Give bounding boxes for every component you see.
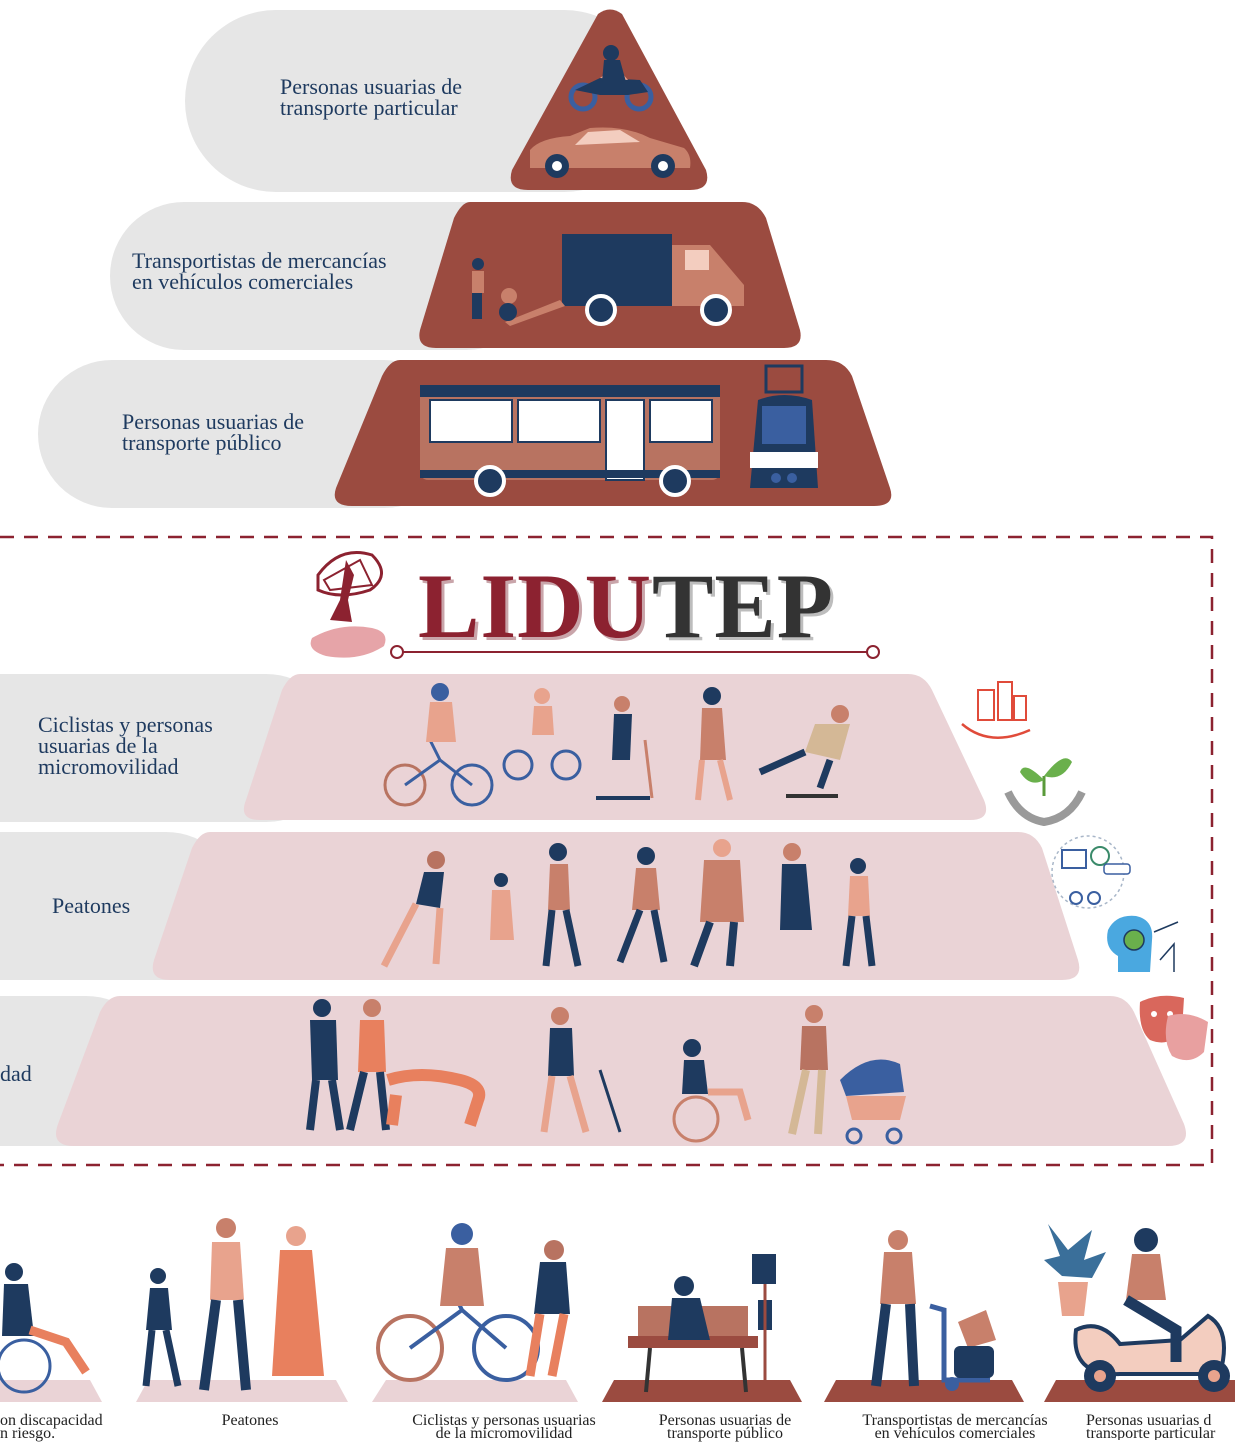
bottom-delivery-figure [871,1230,996,1391]
dashed-frame [0,535,1214,1167]
tier6-label: dad [0,1061,32,1086]
tier4-label-line3: micromovilidad [38,754,179,779]
bottom-label-disability-line2: n riesgo. [0,1425,56,1442]
reduced-mobility-figures [306,999,906,1145]
tier6-shape [56,996,1186,1146]
tier2-label-line1: Transportistas de mercancías [132,248,387,273]
logo-wordmark: LIDUTEP [418,560,834,652]
tier1-label-line1: Personas usuarias de [280,74,463,99]
tier1-label: Personas usuarias de transporte particul… [280,74,463,120]
city-in-hand-icon [961,681,1031,739]
tier2-label-line2: en vehículos comerciales [132,269,354,294]
park-icon [1051,835,1131,909]
tier4-label-line2: usuarias de la [38,733,158,758]
mind-globe-icon [1107,915,1179,972]
bottom-label-pedestrians-line1: Peatones [221,1412,279,1429]
plant-in-hands-icon [1004,758,1086,827]
tier5-label-line1: Peatones [52,893,131,918]
tier4-label-line1: Ciclistas y personas [38,712,213,737]
tier3-label-line2: transporte público [122,430,282,455]
pedestrian-figures [380,839,876,968]
bottom-label-pedestrians: Peatones [180,1412,320,1429]
tier1-label-line2: transporte particular [280,95,458,120]
logo-tree-icon [310,551,386,658]
bottom-label-disability-line1: on discapacidad [0,1412,103,1429]
tram-icon [750,364,818,488]
bottom-label-freight: Transportistas de mercancías en vehículo… [838,1412,1072,1442]
bottom-label-disability: on discapacidad n riesgo. [0,1412,130,1442]
bottom-label-freight-line1: Transportistas de mercancías [862,1412,1048,1429]
bottom-scooter-figure [1044,1224,1230,1392]
tier3-label-line1: Personas usuarias de [122,409,305,434]
bottom-floor-plates [0,1380,1235,1402]
bottom-wheelchair-figure [0,1263,90,1394]
tier6-label-line1: dad [0,1061,32,1086]
bus-icon [420,385,720,497]
truck-icon [505,234,744,326]
bottom-label-private-transport: Personas usuarias d transporte particula… [1086,1414,1235,1440]
motorcycle-icon [568,45,654,112]
bottom-label-private-transport-line2: transporte particular [1086,1425,1216,1441]
bottom-label-cyclists: Ciclistas y personas usuarias de la micr… [384,1412,624,1442]
bottom-label-public-transport: Personas usuarias de transporte público [630,1412,820,1442]
logo-part1: LIDU [418,555,653,657]
logo-part2: TEP [652,555,834,657]
bottom-label-private-transport-line1: Personas usuarias d [1086,1414,1212,1429]
car-icon [530,127,691,178]
tier5-label: Peatones [52,893,131,918]
tier2-label: Transportistas de mercancías en vehículo… [132,248,387,294]
tier5-shape [152,832,1080,980]
logo-underline [390,645,880,659]
tier3-label: Personas usuarias de transporte público [122,409,305,455]
delivery-person-icon [472,258,517,321]
bottom-label-cyclists-line2: de la micromovilidad [435,1425,573,1442]
bottom-cyclists-figure [376,1223,570,1382]
bottom-label-public-transport-line1: Personas usuarias de [658,1412,792,1429]
bottom-label-cyclists-line1: Ciclistas y personas usuarias [412,1412,596,1429]
bottom-label-freight-line2: en vehículos comerciales [874,1425,1036,1442]
bottom-bench-figure [628,1254,776,1393]
tier4-label: Ciclistas y personas usuarias de la micr… [38,712,213,779]
bottom-label-public-transport-line2: transporte público [667,1425,783,1442]
theater-masks-icon [1139,995,1208,1061]
cyclists-figures [383,683,850,807]
bottom-pedestrians-figure [142,1218,324,1391]
